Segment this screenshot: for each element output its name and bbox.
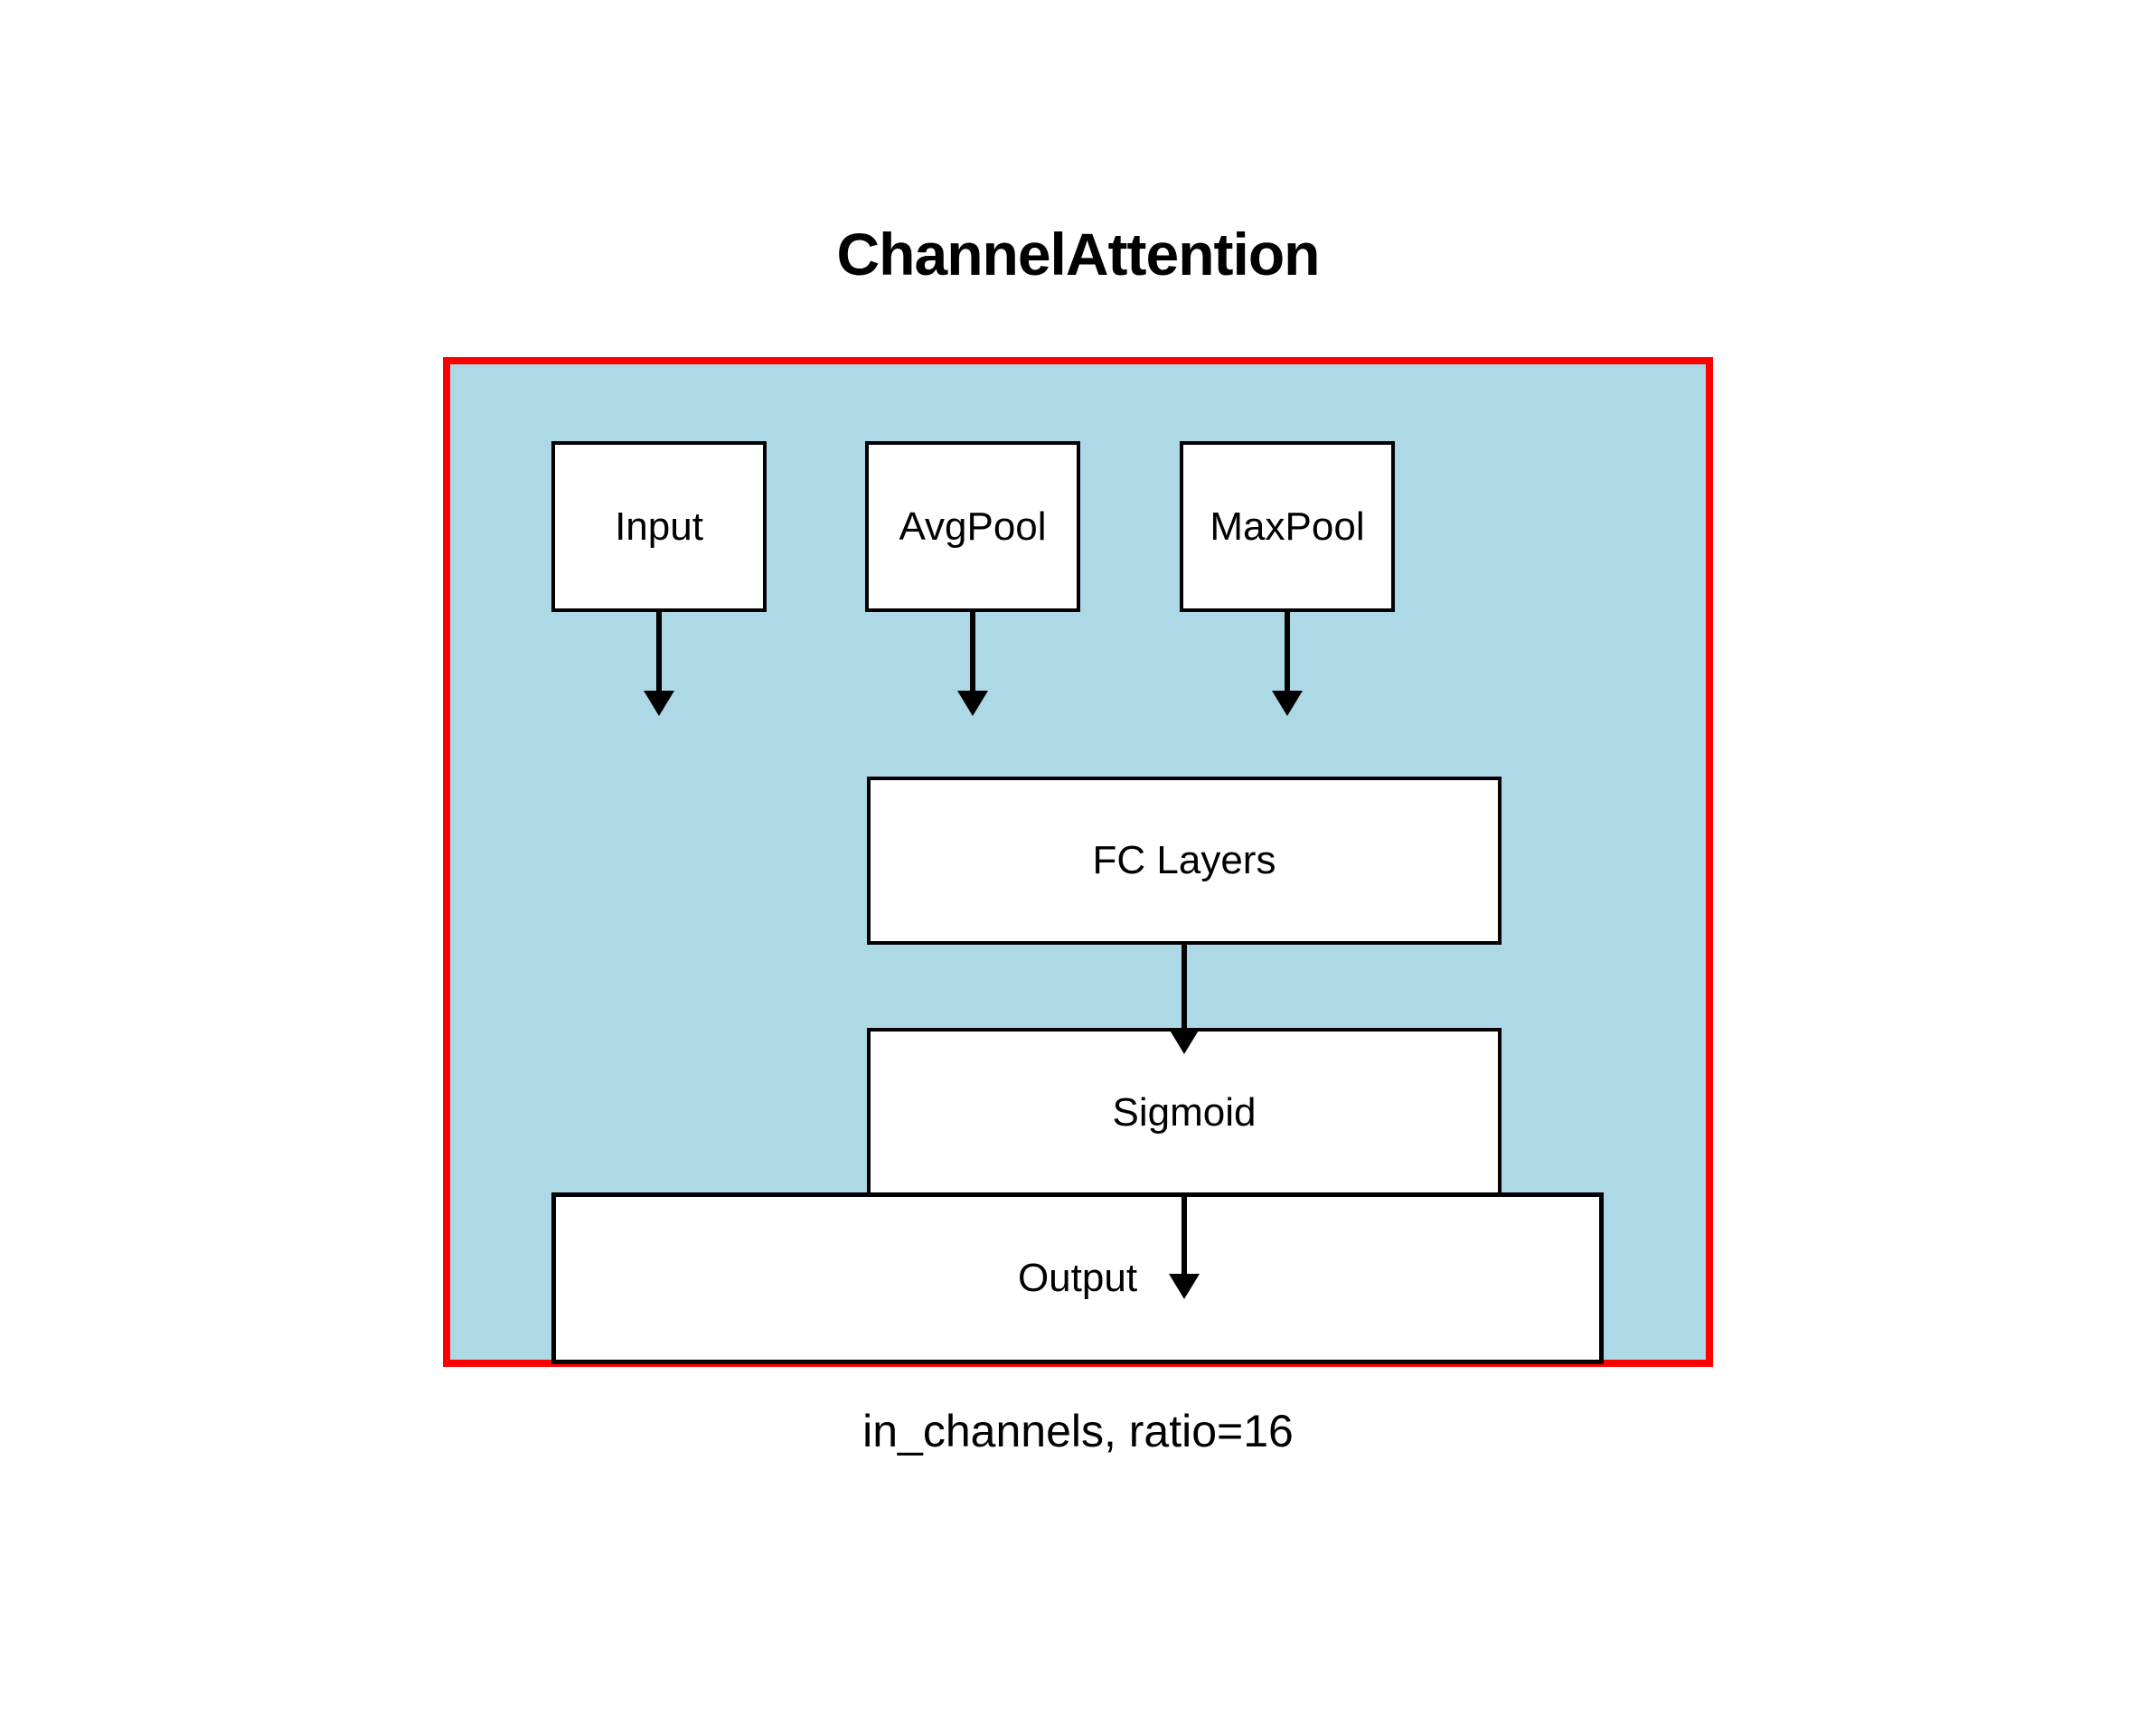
node-sigmoid-label: Sigmoid — [1112, 1089, 1257, 1135]
node-maxpool-label: MaxPool — [1210, 504, 1365, 549]
diagram-caption: in_channels, ratio=16 — [862, 1406, 1294, 1456]
node-maxpool: MaxPool — [1180, 441, 1395, 612]
diagram-title: ChannelAttention — [836, 221, 1321, 287]
arrow-avgpool-shaft — [970, 612, 975, 693]
arrow-maxpool-shaft — [1285, 612, 1290, 693]
node-output: Output — [551, 1192, 1604, 1364]
node-fc-layers-label: FC Layers — [1092, 838, 1276, 882]
node-input: Input — [551, 441, 767, 612]
arrow-input-shaft — [656, 612, 662, 693]
arrow-sigmoid-to-output-shaft — [1182, 1197, 1187, 1277]
arrow-input-head-icon — [644, 691, 674, 716]
arrow-fc-to-sigmoid-head-icon — [1169, 1029, 1200, 1054]
node-output-label: Output — [1017, 1256, 1138, 1300]
arrow-avgpool-head-icon — [957, 691, 988, 716]
node-avgpool-label: AvgPool — [899, 504, 1047, 549]
arrow-maxpool-head-icon — [1272, 691, 1303, 716]
node-fc-layers: FC Layers — [867, 777, 1502, 945]
node-avgpool: AvgPool — [865, 441, 1080, 612]
arrow-fc-to-sigmoid-shaft — [1182, 944, 1187, 1032]
node-input-label: Input — [615, 504, 703, 549]
arrow-sigmoid-to-output-head-icon — [1169, 1274, 1200, 1299]
